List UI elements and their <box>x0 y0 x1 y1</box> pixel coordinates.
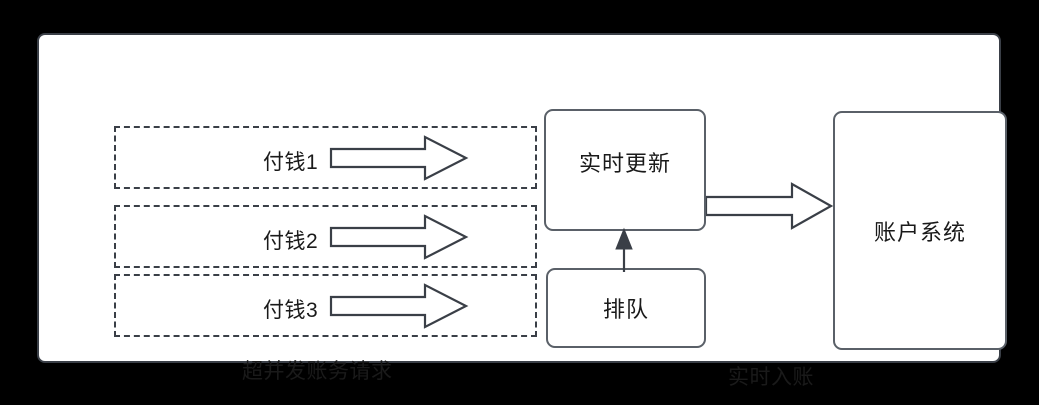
caption-realtime-posting: 实时入账 <box>728 366 814 389</box>
block-arrow-right-icon-2 <box>329 214 469 265</box>
block-arrow-right-icon-3 <box>329 283 469 334</box>
block-arrow-right-icon-to-account <box>704 181 834 236</box>
request-lane-1 <box>114 126 537 189</box>
request-lane-3-label: 付钱3 <box>263 299 319 322</box>
request-lane-1-label: 付钱1 <box>263 151 319 174</box>
request-lane-2 <box>114 205 537 268</box>
process-box-queue-label: 排队 <box>602 297 649 322</box>
process-box-account-system-label: 账户系统 <box>873 219 966 245</box>
process-box-realtime-update-label: 实时更新 <box>578 151 671 176</box>
process-box-account-system[interactable]: 账户系统 <box>833 111 1007 350</box>
request-lane-3 <box>114 274 537 337</box>
block-arrow-right-icon-1 <box>329 135 469 186</box>
request-lane-2-label: 付钱2 <box>263 230 319 253</box>
connector-arrow-up-icon <box>604 227 644 272</box>
caption-concurrent-requests: 超并发账务请求 <box>242 360 393 383</box>
process-box-realtime-update[interactable]: 实时更新 <box>544 109 706 231</box>
process-box-queue[interactable]: 排队 <box>546 268 706 348</box>
diagram-panel: 付钱1 付钱2 付钱3 实时更 <box>37 33 1007 389</box>
